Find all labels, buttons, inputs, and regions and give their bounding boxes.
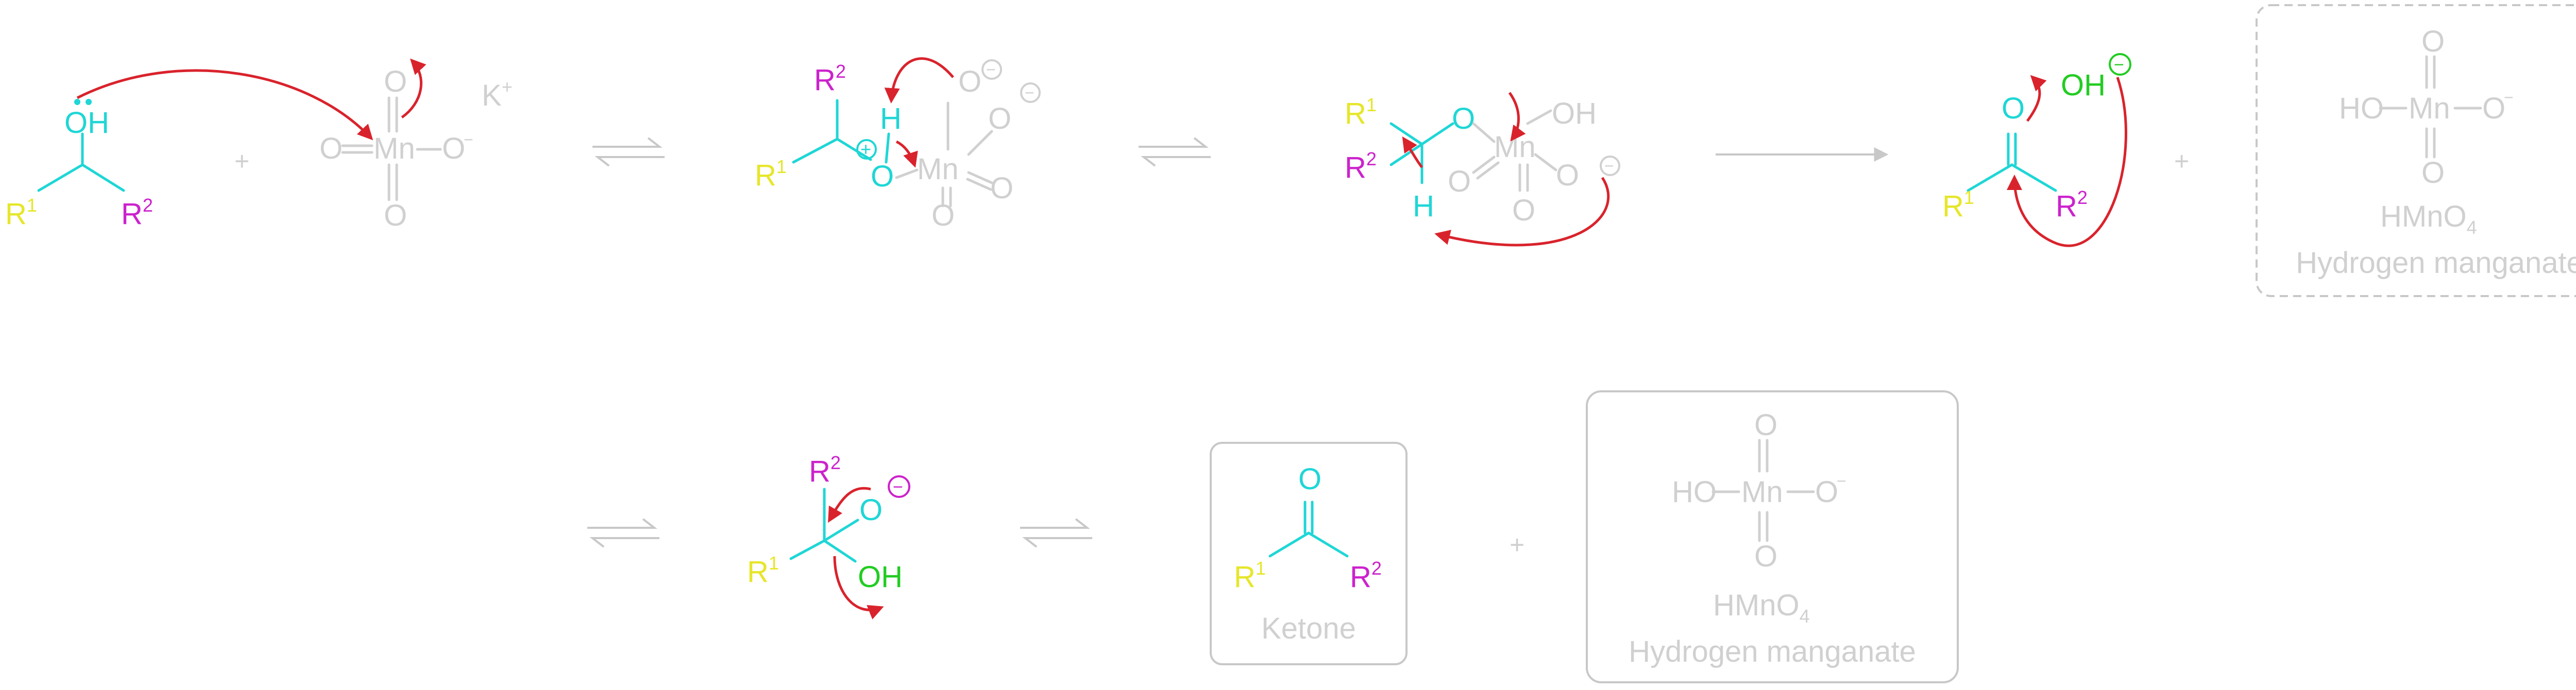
ketone-r1-row1: R1 [1942, 187, 1974, 223]
svg-text:Mn: Mn [2409, 92, 2450, 125]
alcohol-r1: R1 [5, 195, 37, 231]
arrow-o-attack-h [1434, 177, 1610, 247]
arrow-o-reform [828, 487, 871, 523]
permanganate-mn: Mn [374, 132, 415, 165]
tetrahedral-intermediate: R2 R1 O − OH [747, 452, 910, 619]
hydrogen-manganate-box: HO Mn O − O O HMnO4 Hydrogen manganate [1586, 390, 1959, 683]
plus-sign-1: + [234, 147, 249, 176]
svg-text:O: O [1556, 159, 1579, 192]
svg-text:H: H [1413, 189, 1434, 223]
svg-text:HO: HO [1672, 475, 1717, 509]
svg-text:O: O [988, 102, 1011, 135]
arrow-mno-bond [401, 58, 427, 119]
ester-r1: R1 [1345, 94, 1377, 130]
arrow-co-pi [2026, 75, 2047, 122]
alcohol-r2: R2 [121, 195, 153, 231]
svg-text:−: − [1837, 472, 1846, 490]
svg-text:O: O [931, 199, 955, 232]
svg-text:O: O [384, 199, 407, 232]
svg-text:O: O [1448, 165, 1471, 198]
ketone-hydroxide: O R1 R2 OH − [1942, 53, 2131, 247]
arrow-mn-o [1508, 92, 1526, 142]
ketone-r2: R2 [1350, 558, 1382, 594]
svg-text:−: − [1604, 157, 1614, 175]
permanganate: Mn O O O O − [319, 65, 473, 232]
intermediate-r2: R2 [809, 452, 841, 488]
arrow-oh-leave [833, 556, 884, 619]
ketone-r1: R1 [1234, 558, 1266, 594]
ketone-product-box: O R1 R2 Ketone [1210, 442, 1408, 665]
hmno4-formula-1: HMnO4 [2380, 200, 2477, 238]
svg-text:O: O [1754, 540, 1777, 573]
plus-sign-2: + [2174, 147, 2189, 176]
svg-text:−: − [986, 60, 996, 79]
plus-sign-3: + [1510, 530, 1524, 559]
equilibrium-arrow-2 [1139, 137, 1211, 167]
svg-text:O: O [1512, 194, 1535, 227]
svg-text:HO: HO [2339, 92, 2384, 125]
svg-text:O: O [2482, 92, 2505, 125]
svg-text:OH: OH [1552, 97, 1597, 130]
oxonium-complex: R2 R1 O H + Mn O − O − O O [755, 57, 1041, 232]
svg-text:O: O [2421, 156, 2445, 189]
svg-text:−: − [464, 130, 473, 149]
svg-text:O: O [1298, 462, 1321, 496]
intermediate-r1: R1 [747, 553, 779, 589]
svg-text:O: O [2002, 92, 2025, 125]
svg-text:O: O [442, 132, 465, 165]
arrow-h-o-bond [895, 140, 918, 168]
svg-text:O: O [319, 132, 343, 165]
hydrogen-manganate-label-1: Hydrogen manganate [2296, 246, 2576, 280]
svg-text:−: − [2114, 55, 2124, 75]
arrow-c-h-bond [1402, 136, 1423, 168]
svg-text:+: + [860, 139, 871, 160]
potassium-ion: K+ [482, 76, 513, 112]
complex-r1: R1 [755, 156, 787, 192]
svg-text:O: O [1754, 408, 1777, 442]
svg-text:O: O [384, 65, 407, 98]
arrow-o-to-h [884, 57, 954, 104]
manganate-ester: R1 R2 H O Mn OH O O O − [1345, 92, 1620, 247]
hmno4-formula-2: HMnO4 [1713, 589, 1810, 627]
svg-text:Mn: Mn [917, 152, 959, 186]
alcohol-molecule: OH R1 R2 [5, 99, 153, 231]
ketone-label: Ketone [1261, 612, 1356, 645]
svg-text:O: O [1452, 102, 1475, 135]
alcohol-oh: OH [64, 106, 109, 140]
arrow-oh-attack-carbonyl [2007, 77, 2127, 247]
svg-text:O: O [1815, 475, 1838, 509]
svg-text:−: − [1025, 83, 1035, 102]
svg-text:−: − [2504, 88, 2514, 107]
svg-text:H: H [880, 102, 902, 135]
arrow-oh-attack [76, 69, 374, 141]
svg-text:Mn: Mn [1741, 475, 1783, 509]
equilibrium-arrow-4 [1020, 518, 1092, 548]
equilibrium-arrow-3 [587, 518, 659, 548]
ester-r2: R2 [1345, 148, 1377, 184]
hydroxide-ion: OH [2061, 68, 2106, 102]
equilibrium-arrow-1 [592, 137, 665, 167]
svg-text:OH: OH [858, 560, 903, 594]
complex-r2: R2 [814, 61, 846, 97]
hydrogen-manganate-box-dashed: HO Mn O − O O HMnO4 Hydrogen manganate [2256, 4, 2576, 297]
svg-text:O: O [2421, 25, 2445, 58]
ketone-r2-row1: R2 [2056, 187, 2088, 223]
svg-text:O: O [859, 493, 883, 527]
svg-text:O: O [990, 171, 1013, 205]
svg-text:O: O [958, 65, 981, 98]
hydrogen-manganate-label-2: Hydrogen manganate [1629, 635, 1916, 668]
svg-text:O: O [871, 160, 894, 193]
svg-text:−: − [893, 477, 903, 497]
